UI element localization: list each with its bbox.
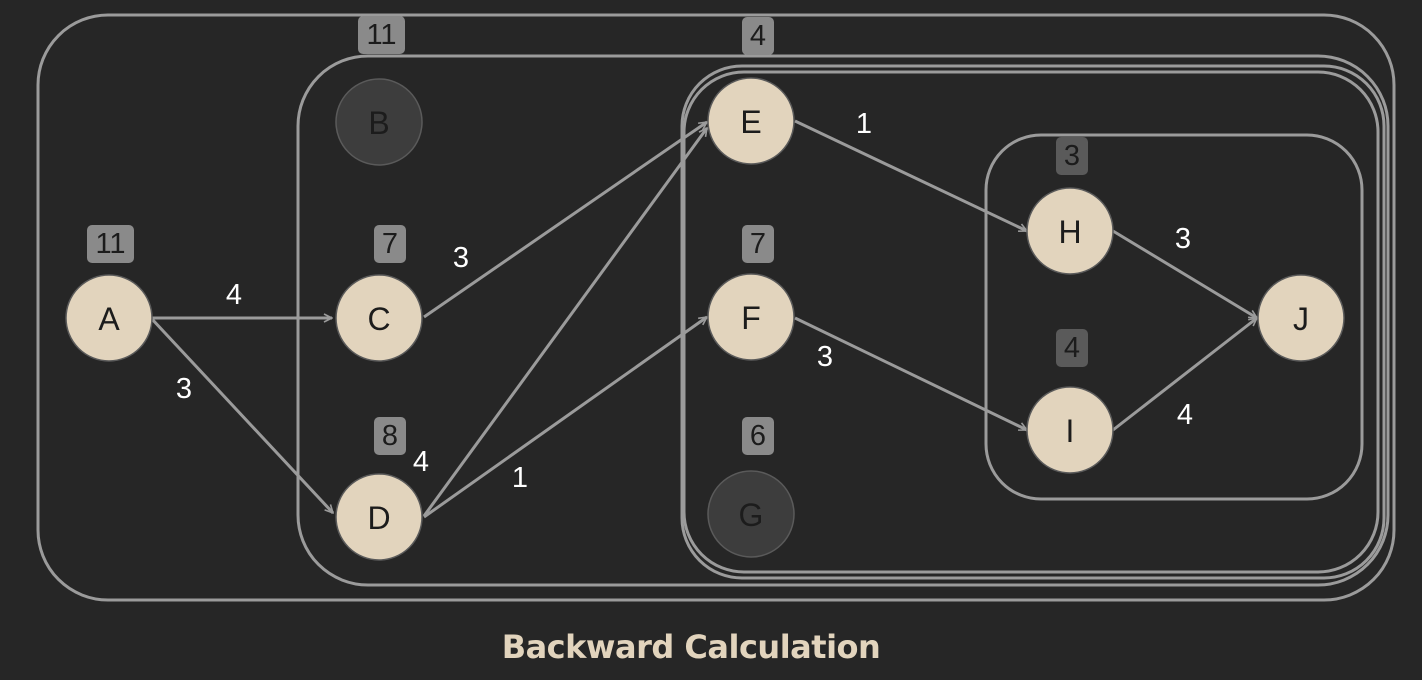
svg-text:F: F <box>741 300 761 336</box>
badge-d: 8 <box>374 417 406 455</box>
node-i: I <box>1026 386 1114 474</box>
svg-text:11: 11 <box>95 228 125 260</box>
node-j: J <box>1257 274 1345 362</box>
edge-i-j <box>1112 316 1257 432</box>
edge-weight-h-j: 3 <box>1175 223 1191 255</box>
svg-text:A: A <box>98 301 120 337</box>
edge-d-e <box>422 128 709 517</box>
group-frame-e2 <box>682 70 1380 574</box>
group-frame-e1 <box>680 64 1386 580</box>
badge-g: 6 <box>742 417 774 455</box>
svg-text:4: 4 <box>1064 332 1080 364</box>
edge-weight-f-i: 3 <box>817 341 833 373</box>
svg-text:3: 3 <box>1064 140 1080 172</box>
edge-weight-i-j: 4 <box>1177 399 1193 431</box>
svg-text:6: 6 <box>750 420 766 452</box>
node-e: E <box>707 77 795 165</box>
edge-a-d <box>149 316 333 513</box>
edge-weight-a-d: 3 <box>176 373 192 405</box>
edge-weight-d-f: 1 <box>512 462 528 494</box>
edge-c-e <box>423 120 707 319</box>
group-frame-b <box>296 54 1390 587</box>
node-h: H <box>1026 187 1114 275</box>
edge-weight-c-e: 3 <box>453 242 469 274</box>
svg-text:G: G <box>739 497 764 533</box>
svg-text:7: 7 <box>382 228 398 260</box>
node-b: B <box>335 78 423 166</box>
node-f: F <box>707 273 795 361</box>
edge-weight-d-e: 4 <box>413 446 429 478</box>
svg-text:7: 7 <box>750 228 766 260</box>
edge-weight-e-h: 1 <box>856 108 872 140</box>
node-d: D <box>335 473 423 561</box>
svg-text:I: I <box>1066 413 1075 449</box>
svg-text:8: 8 <box>382 420 398 452</box>
node-c: C <box>335 274 423 362</box>
badge-f: 7 <box>742 225 774 263</box>
group-frame-h <box>984 133 1364 501</box>
edge-e-h <box>794 119 1027 233</box>
badge-b: 11 <box>358 16 405 54</box>
edge-d-f <box>423 315 707 519</box>
edge-weight-a-c: 4 <box>226 279 242 311</box>
svg-text:11: 11 <box>366 19 396 51</box>
svg-text:B: B <box>368 105 389 141</box>
badge-i: 4 <box>1056 329 1088 367</box>
svg-text:J: J <box>1293 301 1309 337</box>
node-a: A <box>65 274 153 362</box>
badge-e: 4 <box>742 17 774 55</box>
diagram-caption: Backward Calculation <box>501 628 881 666</box>
badge-c: 7 <box>374 225 406 263</box>
svg-text:E: E <box>740 104 761 140</box>
edge-h-j <box>1112 229 1257 320</box>
edge-f-i <box>794 316 1027 432</box>
svg-text:D: D <box>367 500 390 536</box>
badge-h: 3 <box>1056 137 1088 175</box>
svg-text:C: C <box>367 301 390 337</box>
svg-text:4: 4 <box>750 20 766 52</box>
svg-text:H: H <box>1058 214 1081 250</box>
badge-a: 11 <box>87 225 134 263</box>
group-frame-outer <box>36 13 1396 602</box>
node-g: G <box>707 470 795 558</box>
